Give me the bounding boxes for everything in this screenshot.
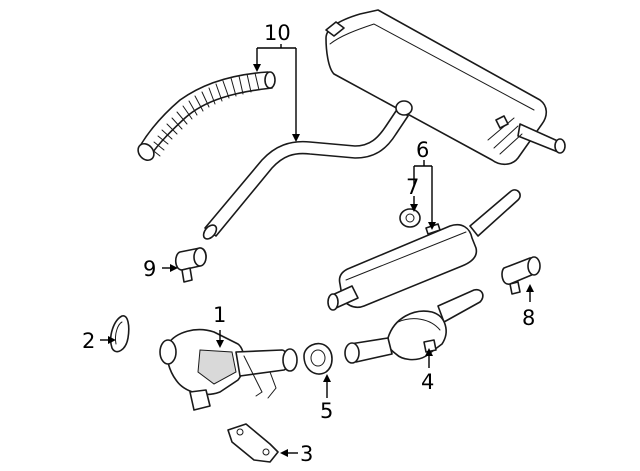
callout-2: 2	[82, 329, 95, 353]
callout-1: 1	[213, 303, 226, 327]
callout-5: 5	[320, 399, 333, 423]
callout-8: 8	[522, 306, 535, 330]
rear-catalytic-converter-part-4	[344, 288, 484, 364]
callout-9: 9	[143, 257, 156, 281]
leader-lines	[100, 44, 534, 457]
callout-6: 6	[416, 138, 429, 162]
callout-3: 3	[300, 442, 313, 466]
bracket-part-3	[227, 423, 279, 463]
rubber-hanger-part-7	[399, 208, 421, 228]
clamp-part-9	[174, 247, 207, 283]
front-catalytic-converter-part-1	[159, 328, 298, 411]
resonator-part-6	[327, 189, 521, 311]
callout-7: 7	[406, 175, 419, 199]
intermediate-pipe-part-10	[202, 107, 409, 240]
gasket-part-5	[303, 342, 333, 375]
callout-labels: 10 6 7 9 8 1 2 4 5 3	[82, 21, 535, 466]
gasket-part-2	[109, 315, 130, 353]
callout-10: 10	[264, 21, 291, 45]
callout-4: 4	[421, 370, 434, 394]
clamp-part-8	[501, 256, 541, 295]
rear-muffler-part	[325, 9, 566, 166]
flex-pipe-part-10	[137, 71, 276, 162]
